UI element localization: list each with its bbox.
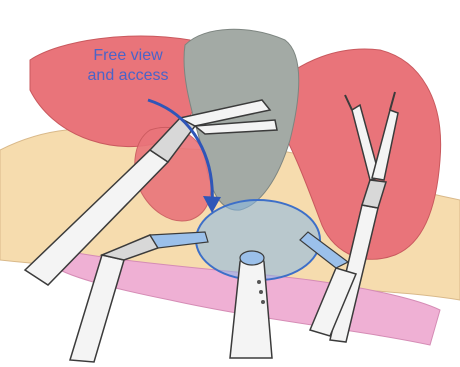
annotation-label: Free view and access bbox=[58, 46, 198, 86]
annotation-line-2: and access bbox=[58, 66, 198, 86]
annotation-line-1: Free view bbox=[58, 46, 198, 66]
